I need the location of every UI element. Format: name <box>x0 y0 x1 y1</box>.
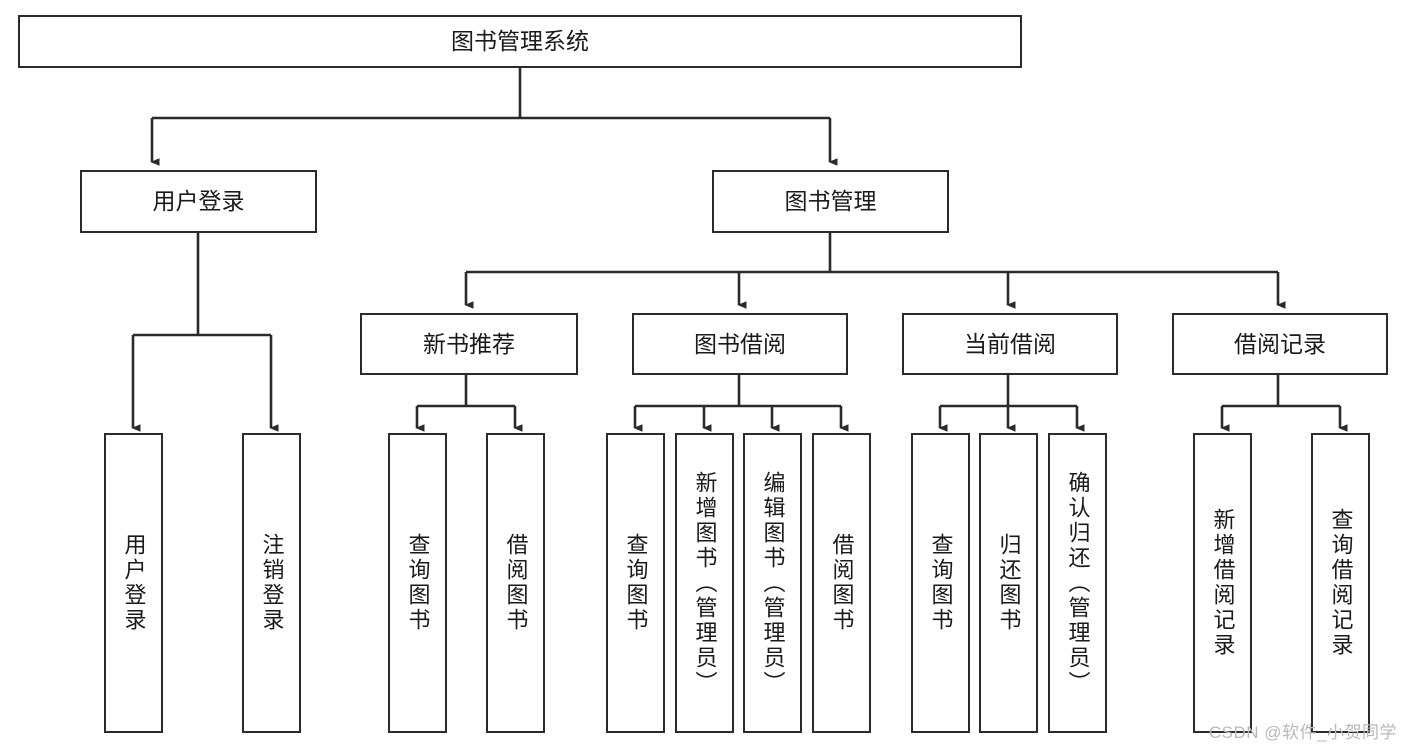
leaf-user-login-login[interactable]: 用户登录 <box>104 433 163 733</box>
node-book-management[interactable]: 图书管理 <box>712 170 949 233</box>
node-label: 当前借阅 <box>964 330 1056 357</box>
node-label: 注销登录 <box>259 533 285 633</box>
node-label: 图书管理 <box>784 188 877 215</box>
node-label: 图书借阅 <box>694 330 786 357</box>
node-label: 新增图书（管理员） <box>692 470 718 696</box>
leaf-record-add-record[interactable]: 新增借阅记录 <box>1193 433 1252 733</box>
leaf-borrow-borrow-book[interactable]: 借阅图书 <box>812 433 871 733</box>
leaf-user-login-logout[interactable]: 注销登录 <box>242 433 301 733</box>
node-new-book-recommend[interactable]: 新书推荐 <box>360 313 578 375</box>
node-book-borrow[interactable]: 图书借阅 <box>632 313 848 375</box>
node-label: 确认归还（管理员） <box>1065 470 1091 696</box>
node-borrow-record[interactable]: 借阅记录 <box>1172 313 1388 375</box>
node-label: 用户登录 <box>121 533 147 633</box>
leaf-current-query-book[interactable]: 查询图书 <box>911 433 970 733</box>
node-label: 查询借阅记录 <box>1328 508 1354 658</box>
csdn-watermark: CSDN @软件_小贺同学 <box>1208 723 1397 742</box>
node-label: 新书推荐 <box>423 330 515 357</box>
leaf-current-confirm-return-admin[interactable]: 确认归还（管理员） <box>1048 433 1107 733</box>
leaf-current-return-book[interactable]: 归还图书 <box>979 433 1038 733</box>
node-label: 查询图书 <box>623 533 649 633</box>
node-current-borrow[interactable]: 当前借阅 <box>902 313 1118 375</box>
leaf-new-book-borrow[interactable]: 借阅图书 <box>486 433 545 733</box>
node-label: 图书管理系统 <box>451 28 589 55</box>
node-label: 用户登录 <box>152 188 245 215</box>
leaf-new-book-query[interactable]: 查询图书 <box>388 433 447 733</box>
leaf-borrow-query-book[interactable]: 查询图书 <box>606 433 665 733</box>
node-root-book-management-system[interactable]: 图书管理系统 <box>18 15 1022 68</box>
node-label: 借阅记录 <box>1234 330 1326 357</box>
node-label: 编辑图书（管理员） <box>760 470 786 696</box>
node-label: 归还图书 <box>996 533 1022 633</box>
node-label: 查询图书 <box>405 533 431 633</box>
leaf-borrow-add-book-admin[interactable]: 新增图书（管理员） <box>675 433 734 733</box>
node-label: 借阅图书 <box>829 533 855 633</box>
node-user-login[interactable]: 用户登录 <box>80 170 317 233</box>
node-label: 新增借阅记录 <box>1210 508 1236 658</box>
node-label: 查询图书 <box>928 533 954 633</box>
leaf-record-query-record[interactable]: 查询借阅记录 <box>1311 433 1370 733</box>
node-label: 借阅图书 <box>503 533 529 633</box>
leaf-borrow-edit-book-admin[interactable]: 编辑图书（管理员） <box>743 433 802 733</box>
